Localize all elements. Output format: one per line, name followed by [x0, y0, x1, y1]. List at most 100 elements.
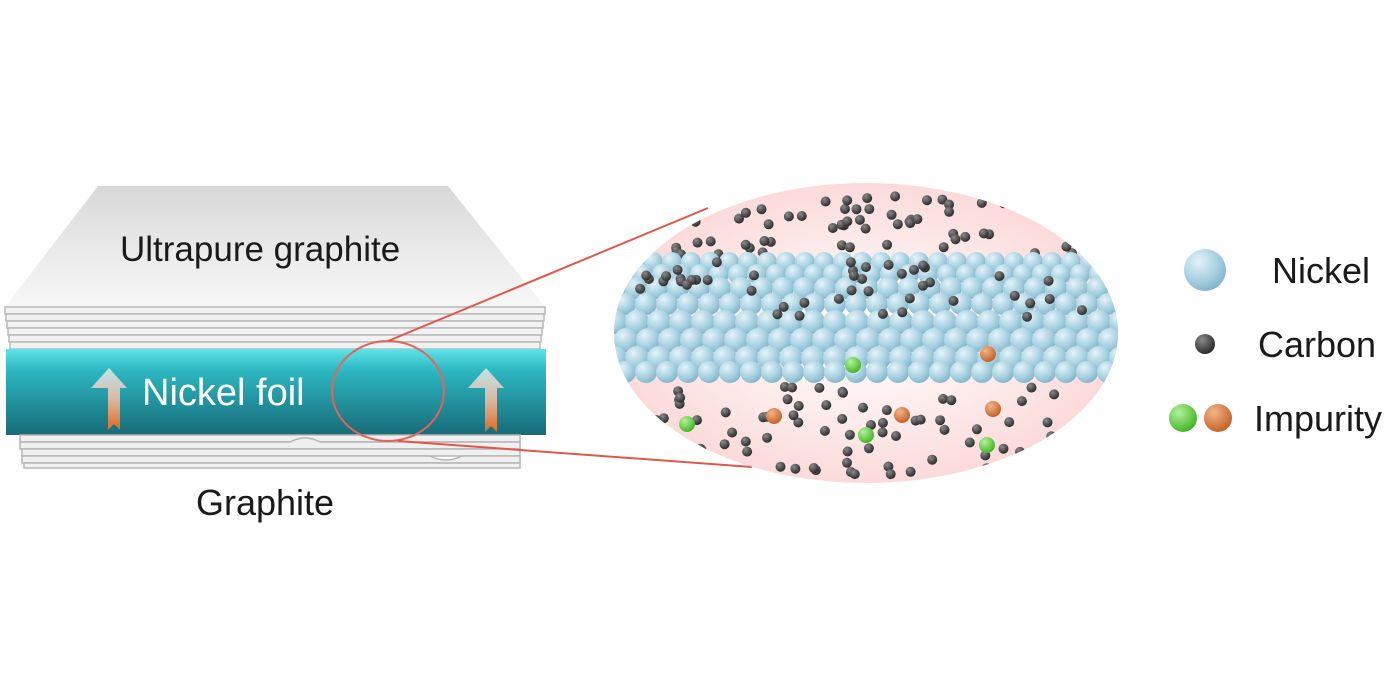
carbon-atom — [1076, 426, 1087, 437]
nickel-atom — [1109, 310, 1118, 334]
carbon-atom — [860, 223, 871, 234]
nickel-atom — [961, 277, 983, 299]
ultrapure-graphite-sheets — [4, 306, 546, 350]
carbon-atom — [842, 216, 853, 227]
carbon-atom — [838, 387, 848, 398]
carbon-atom — [1016, 396, 1027, 407]
carbon-atom — [882, 239, 893, 250]
carbon-atom — [944, 206, 955, 217]
carbon-atom — [861, 262, 871, 273]
nickel-atom — [768, 328, 792, 352]
nickel-atom — [845, 293, 867, 315]
nickel-atom — [814, 277, 836, 299]
heat-arrow-left — [91, 368, 127, 430]
nickel-atom — [625, 310, 649, 334]
carbon-atom — [1022, 198, 1033, 209]
carbon-atom — [740, 239, 751, 250]
carbon-atom — [935, 415, 946, 426]
carbon-atom — [672, 191, 683, 202]
carbon-atom — [641, 270, 652, 281]
carbon-atom — [783, 211, 794, 222]
carbon-atom — [1043, 465, 1053, 476]
graphite-nickel-stack — [4, 186, 546, 469]
carbon-atom — [836, 240, 847, 251]
carbon-atom — [854, 214, 865, 225]
nickel-atom — [1108, 264, 1118, 284]
nickel-atom — [1066, 277, 1088, 299]
nickel-atom — [866, 361, 888, 383]
legend-impurity-orange-swatch — [1204, 404, 1232, 432]
carbon-atom — [712, 192, 723, 203]
carbon-atom — [840, 204, 850, 214]
nickel-atom — [940, 277, 962, 299]
impurity-atom-green — [979, 437, 995, 453]
carbon-atom — [892, 219, 903, 230]
nickel-atom — [922, 328, 946, 352]
carbon-atom — [890, 191, 901, 202]
carbon-atom — [646, 199, 657, 210]
nickel-atom — [834, 328, 858, 352]
carbon-atom — [702, 275, 713, 286]
carbon-atom — [863, 286, 874, 297]
nickel-atom — [709, 277, 731, 299]
nickel-atom — [635, 361, 657, 383]
carbon-atom — [651, 415, 662, 425]
nickel-atom — [719, 293, 741, 315]
nickel-atom — [1099, 252, 1118, 272]
nickel-atom — [824, 361, 846, 383]
nickel-atom — [889, 310, 913, 334]
nickel-atom — [823, 310, 847, 334]
carbon-atom — [1025, 298, 1036, 309]
carbon-atom — [842, 195, 853, 206]
carbon-atom — [1082, 429, 1093, 440]
carbon-atom — [692, 237, 703, 248]
nickel-atom — [1065, 310, 1089, 334]
carbon-atom — [1015, 446, 1025, 457]
nickel-atom — [877, 277, 899, 299]
carbon-atom — [762, 432, 773, 443]
carbon-atom — [883, 259, 894, 270]
carbon-atom — [827, 223, 838, 233]
nickel-atom — [955, 310, 979, 334]
carbon-atom — [863, 443, 874, 454]
carbon-atom — [896, 268, 907, 279]
legend-impurity-label: Impurity — [1254, 398, 1383, 439]
nickel-atom — [911, 310, 935, 334]
carbon-atom — [681, 279, 692, 290]
carbon-atom — [648, 434, 659, 444]
carbon-atom — [664, 211, 675, 222]
nickel-atom — [929, 361, 951, 383]
legend — [1169, 249, 1232, 432]
graphite-label: Graphite — [196, 482, 335, 523]
nickel-atom — [845, 310, 869, 334]
carbon-atom — [695, 443, 706, 454]
nickel-atom — [1003, 277, 1025, 299]
nickel-atom — [908, 361, 930, 383]
carbon-atom — [842, 457, 852, 468]
carbon-atom — [794, 310, 805, 321]
carbon-atom — [938, 393, 949, 404]
carbon-atom — [948, 295, 959, 306]
carbon-atom — [661, 271, 672, 282]
carbon-atom — [1040, 445, 1051, 455]
carbon-atom — [1043, 275, 1054, 286]
legend-carbon-label: Carbon — [1258, 324, 1377, 365]
nickel-atom — [971, 361, 993, 383]
carbon-atom — [998, 198, 1009, 209]
carbon-atom — [672, 264, 683, 275]
nickel-atom — [1076, 361, 1098, 383]
nickel-atom — [1087, 310, 1111, 334]
carbon-atom — [690, 216, 701, 227]
carbon-atom — [891, 431, 901, 441]
impurity-atom-green — [858, 427, 874, 443]
zoom-line-bottom — [397, 440, 753, 468]
nickel-atom — [656, 293, 678, 315]
nickel-atom — [614, 252, 625, 272]
carbon-atom — [1074, 209, 1085, 220]
carbon-atom — [905, 466, 916, 477]
nickel-atom — [677, 293, 699, 315]
carbon-atom — [1074, 201, 1085, 212]
nickel-atom — [1034, 361, 1056, 383]
carbon-atom — [796, 211, 807, 221]
carbon-atom — [886, 209, 897, 220]
